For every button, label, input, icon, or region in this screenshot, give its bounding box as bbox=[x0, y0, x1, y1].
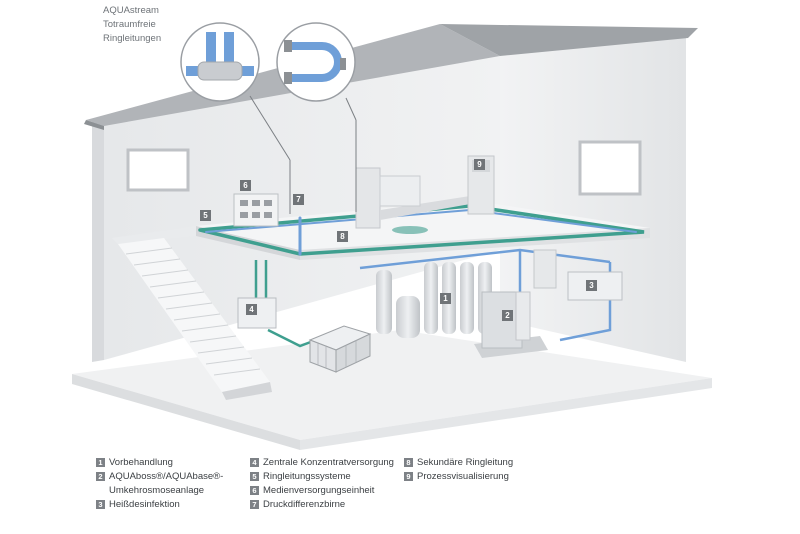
legend-item-2: 2 AQUAboss®/AQUAbase®- Umkehrosmoseanlag… bbox=[96, 470, 223, 498]
legend-item-5: 5 Ringleitungssysteme bbox=[250, 470, 394, 484]
tag-5: 5 bbox=[200, 210, 211, 221]
legend-number: 9 bbox=[404, 472, 413, 481]
legend-label: AQUAboss®/AQUAbase®- Umkehrosmoseanlage bbox=[109, 470, 223, 498]
callout-pipe-detail-left bbox=[180, 22, 291, 214]
legend-label: Ringleitungssysteme bbox=[263, 471, 351, 482]
legend-item-7: 7 Druckdifferenzbirne bbox=[250, 498, 394, 512]
legend-label-line-2: Umkehrosmoseanlage bbox=[109, 485, 205, 496]
legend-number: 6 bbox=[250, 486, 259, 495]
callout-pipe-detail-right bbox=[276, 22, 357, 212]
legend-number: 3 bbox=[96, 500, 105, 509]
legend-number: 1 bbox=[96, 458, 105, 467]
legend-item-8: 8 Sekundäre Ringleitung bbox=[404, 456, 513, 470]
tag-3: 3 bbox=[586, 280, 597, 291]
legend-column-3: 8 Sekundäre Ringleitung 9 Prozessvisuali… bbox=[404, 456, 513, 484]
window-left bbox=[126, 148, 190, 192]
tag-7: 7 bbox=[293, 194, 304, 205]
legend-item-6: 6 Medienversorgungseinheit bbox=[250, 484, 394, 498]
legend-label: Medienversorgungseinheit bbox=[263, 485, 375, 496]
ibc-container bbox=[308, 325, 372, 373]
hot-disinfection-unit-3 bbox=[533, 249, 623, 301]
staircase bbox=[118, 238, 272, 400]
tag-1: 1 bbox=[440, 293, 451, 304]
tag-4: 4 bbox=[246, 304, 257, 315]
legend-number: 2 bbox=[96, 472, 105, 481]
window-right bbox=[578, 140, 642, 196]
legend-number: 7 bbox=[250, 500, 259, 509]
legend-number: 4 bbox=[250, 458, 259, 467]
legend-label: Sekundäre Ringleitung bbox=[417, 457, 514, 468]
callout-line-3: Ringleitungen bbox=[103, 33, 162, 44]
callout-line-1: AQUAstream bbox=[103, 5, 159, 16]
legend-number: 5 bbox=[250, 472, 259, 481]
legend-label: Vorbehandlung bbox=[109, 457, 173, 468]
legend-item-9: 9 Prozessvisualisierung bbox=[404, 470, 513, 484]
legend-label-line-1: AQUAboss®/AQUAbase®- bbox=[109, 471, 224, 482]
legend-label: Heißdesinfektion bbox=[109, 499, 180, 510]
legend-label: Druckdifferenzbirne bbox=[263, 499, 346, 510]
legend-item-3: 3 Heißdesinfektion bbox=[96, 498, 223, 512]
legend-column-2: 4 Zentrale Konzentratversorgung 5 Ringle… bbox=[250, 456, 394, 512]
legend-item-1: 1 Vorbehandlung bbox=[96, 456, 223, 470]
legend-label: Prozessvisualisierung bbox=[417, 471, 509, 482]
callout-caption: AQUAstream Totraumfreie Ringleitungen bbox=[103, 4, 161, 46]
media-supply-unit-6 bbox=[233, 193, 279, 227]
tag-8: 8 bbox=[337, 231, 348, 242]
legend-item-4: 4 Zentrale Konzentratversorgung bbox=[250, 456, 394, 470]
legend-column-1: 1 Vorbehandlung 2 AQUAboss®/AQUAbase®- U… bbox=[96, 456, 223, 512]
tag-2: 2 bbox=[502, 310, 513, 321]
tag-9: 9 bbox=[474, 159, 485, 170]
callout-line-2: Totraumfreie bbox=[103, 19, 156, 30]
left-wall bbox=[92, 56, 500, 362]
concentrate-supply-4 bbox=[237, 297, 277, 329]
ground-slab bbox=[72, 330, 712, 450]
tag-6: 6 bbox=[240, 180, 251, 191]
treatment-station-8 bbox=[355, 167, 470, 234]
legend-label: Zentrale Konzentratversorgung bbox=[263, 457, 394, 468]
legend-number: 8 bbox=[404, 458, 413, 467]
